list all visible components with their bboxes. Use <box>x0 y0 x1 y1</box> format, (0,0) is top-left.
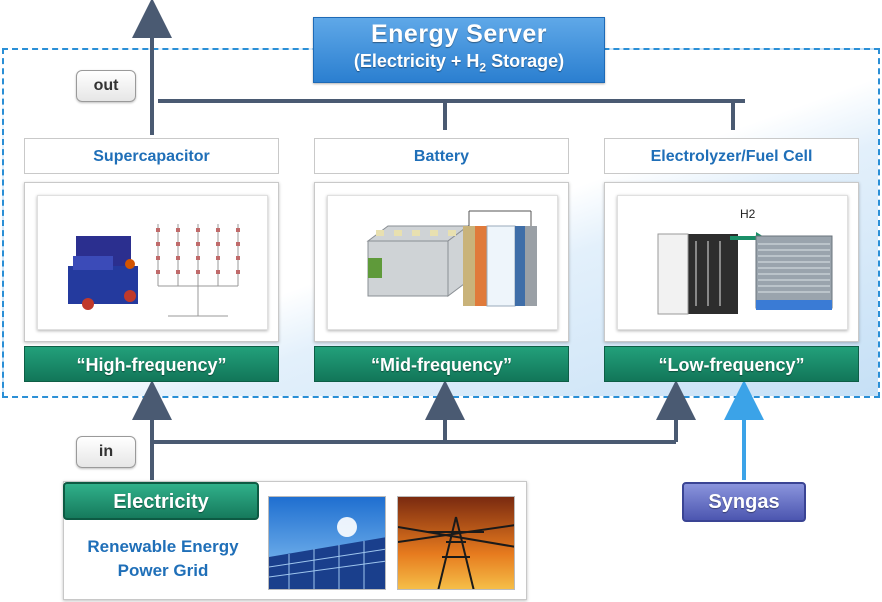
supercapacitor-image-frame <box>24 182 279 342</box>
battery-image-frame <box>314 182 569 342</box>
electrolyzer-image: H2 <box>617 195 848 330</box>
supercapacitor-image <box>37 195 268 330</box>
title-main: Energy Server <box>370 20 548 48</box>
battery-header: Battery <box>314 138 569 174</box>
h2-label: H2 <box>740 207 756 221</box>
electrolyzer-image-frame: H2 <box>604 182 859 342</box>
in-label: in <box>76 436 136 468</box>
syngas-label: Syngas <box>682 482 806 522</box>
high-frequency-label: “High-frequency” <box>24 346 279 382</box>
out-label: out <box>76 70 136 102</box>
renewable-energy-text: Renewable Energy <box>87 537 239 556</box>
low-frequency-label: “Low-frequency” <box>604 346 859 382</box>
title-subtitle: (Electricity + H2 Storage) <box>314 51 604 75</box>
electricity-sources: Renewable Energy Power Grid <box>63 535 263 583</box>
solar-panel-photo <box>268 496 386 590</box>
supercapacitor-header: Supercapacitor <box>24 138 279 174</box>
mid-frequency-label: “Mid-frequency” <box>314 346 569 382</box>
subtitle-subscript: 2 <box>479 60 487 75</box>
power-grid-text: Power Grid <box>117 561 209 580</box>
subtitle-prefix: (Electricity + H <box>353 51 480 71</box>
power-grid-photo <box>397 496 515 590</box>
electricity-label: Electricity <box>63 482 259 520</box>
electrolyzer-fuel-cell-header: Electrolyzer/Fuel Cell <box>604 138 859 174</box>
subtitle-suffix: Storage) <box>486 51 565 71</box>
energy-server-title: Energy Server (Electricity + H2 Storage) <box>313 17 605 83</box>
battery-image <box>327 195 558 330</box>
